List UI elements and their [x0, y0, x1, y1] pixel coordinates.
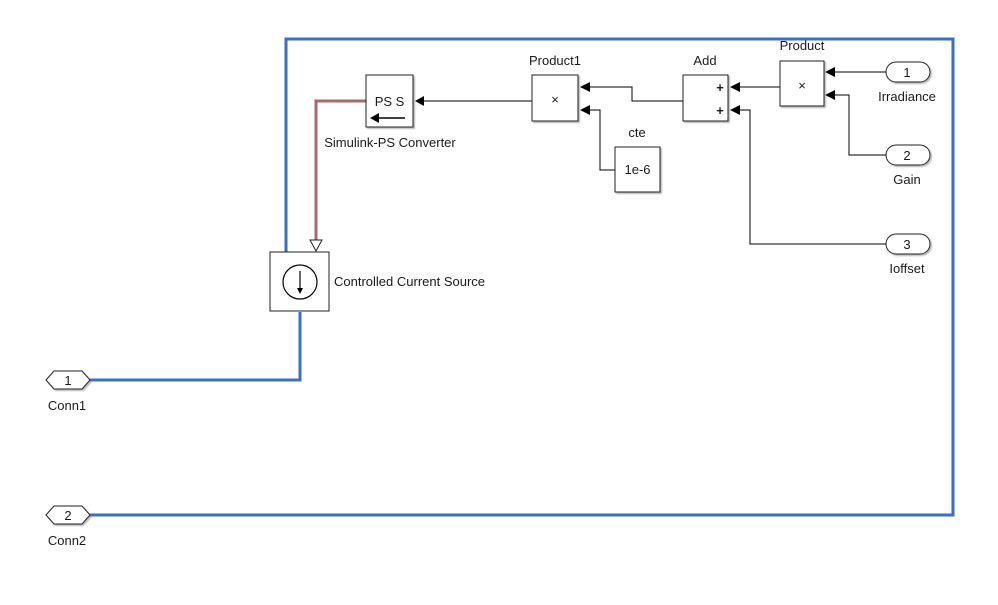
inport-number: 3 [903, 237, 910, 252]
signal-add-to-product1[interactable] [590, 86, 683, 102]
arrowhead [580, 82, 590, 92]
current-arrowhead-icon [297, 288, 303, 294]
inport-gain[interactable]: 2 [885, 144, 931, 166]
ps-input-port-arrow [309, 239, 323, 253]
inport-label: Ioffset [889, 261, 925, 276]
add-port-sign-2: + [716, 103, 724, 118]
connection-port-conn2[interactable]: 2 [45, 505, 91, 525]
current-source-label: Controlled Current Source [334, 274, 485, 289]
ps-line-converter-to-source[interactable] [314, 99, 366, 240]
cte-constant-block[interactable]: 1e-6 [614, 146, 661, 193]
converter-arrow-icon [370, 113, 379, 123]
connection-port-conn1[interactable]: 1 [45, 370, 91, 390]
conn-label: Conn1 [48, 398, 86, 413]
product1-block[interactable]: × [531, 74, 579, 122]
controlled-current-source-block[interactable] [269, 251, 330, 312]
product-label: Product [780, 38, 825, 53]
inport-number: 2 [903, 148, 910, 163]
product1-label: Product1 [529, 53, 581, 68]
add-block[interactable]: + + [682, 74, 729, 122]
simulink-ps-converter-block[interactable]: PS S [365, 74, 414, 128]
physical-line-conn2-loop[interactable] [88, 37, 955, 517]
signal-gain-to-product[interactable] [835, 94, 886, 156]
arrowhead [415, 96, 424, 106]
multiply-icon: × [551, 92, 559, 107]
add-port-sign-1: + [716, 80, 724, 95]
inport-label: Gain [893, 172, 920, 187]
inport-label: Irradiance [878, 89, 936, 104]
conn-number: 1 [64, 373, 71, 388]
inport-ioffset[interactable]: 3 [885, 233, 931, 255]
arrowhead [580, 105, 590, 115]
current-source-icon [282, 264, 318, 300]
physical-line-conn1[interactable] [88, 312, 302, 382]
product-block[interactable]: × [779, 60, 825, 107]
cte-value: 1e-6 [624, 162, 650, 177]
conn-number: 2 [64, 508, 71, 523]
arrowhead [825, 67, 835, 77]
converter-label: Simulink-PS Converter [324, 135, 456, 150]
multiply-icon: × [798, 78, 806, 93]
signal-cte-to-product1[interactable] [590, 109, 615, 171]
arrowhead [730, 105, 740, 115]
signal-ioffset-to-add[interactable] [740, 109, 886, 245]
inport-number: 1 [903, 65, 910, 80]
inport-irradiance[interactable]: 1 [885, 61, 931, 83]
arrowhead [825, 90, 835, 100]
converter-glyph: PS S [375, 94, 405, 109]
add-label: Add [693, 53, 716, 68]
arrowhead [730, 82, 740, 92]
cte-label: cte [628, 125, 645, 140]
conn-label: Conn2 [48, 533, 86, 548]
